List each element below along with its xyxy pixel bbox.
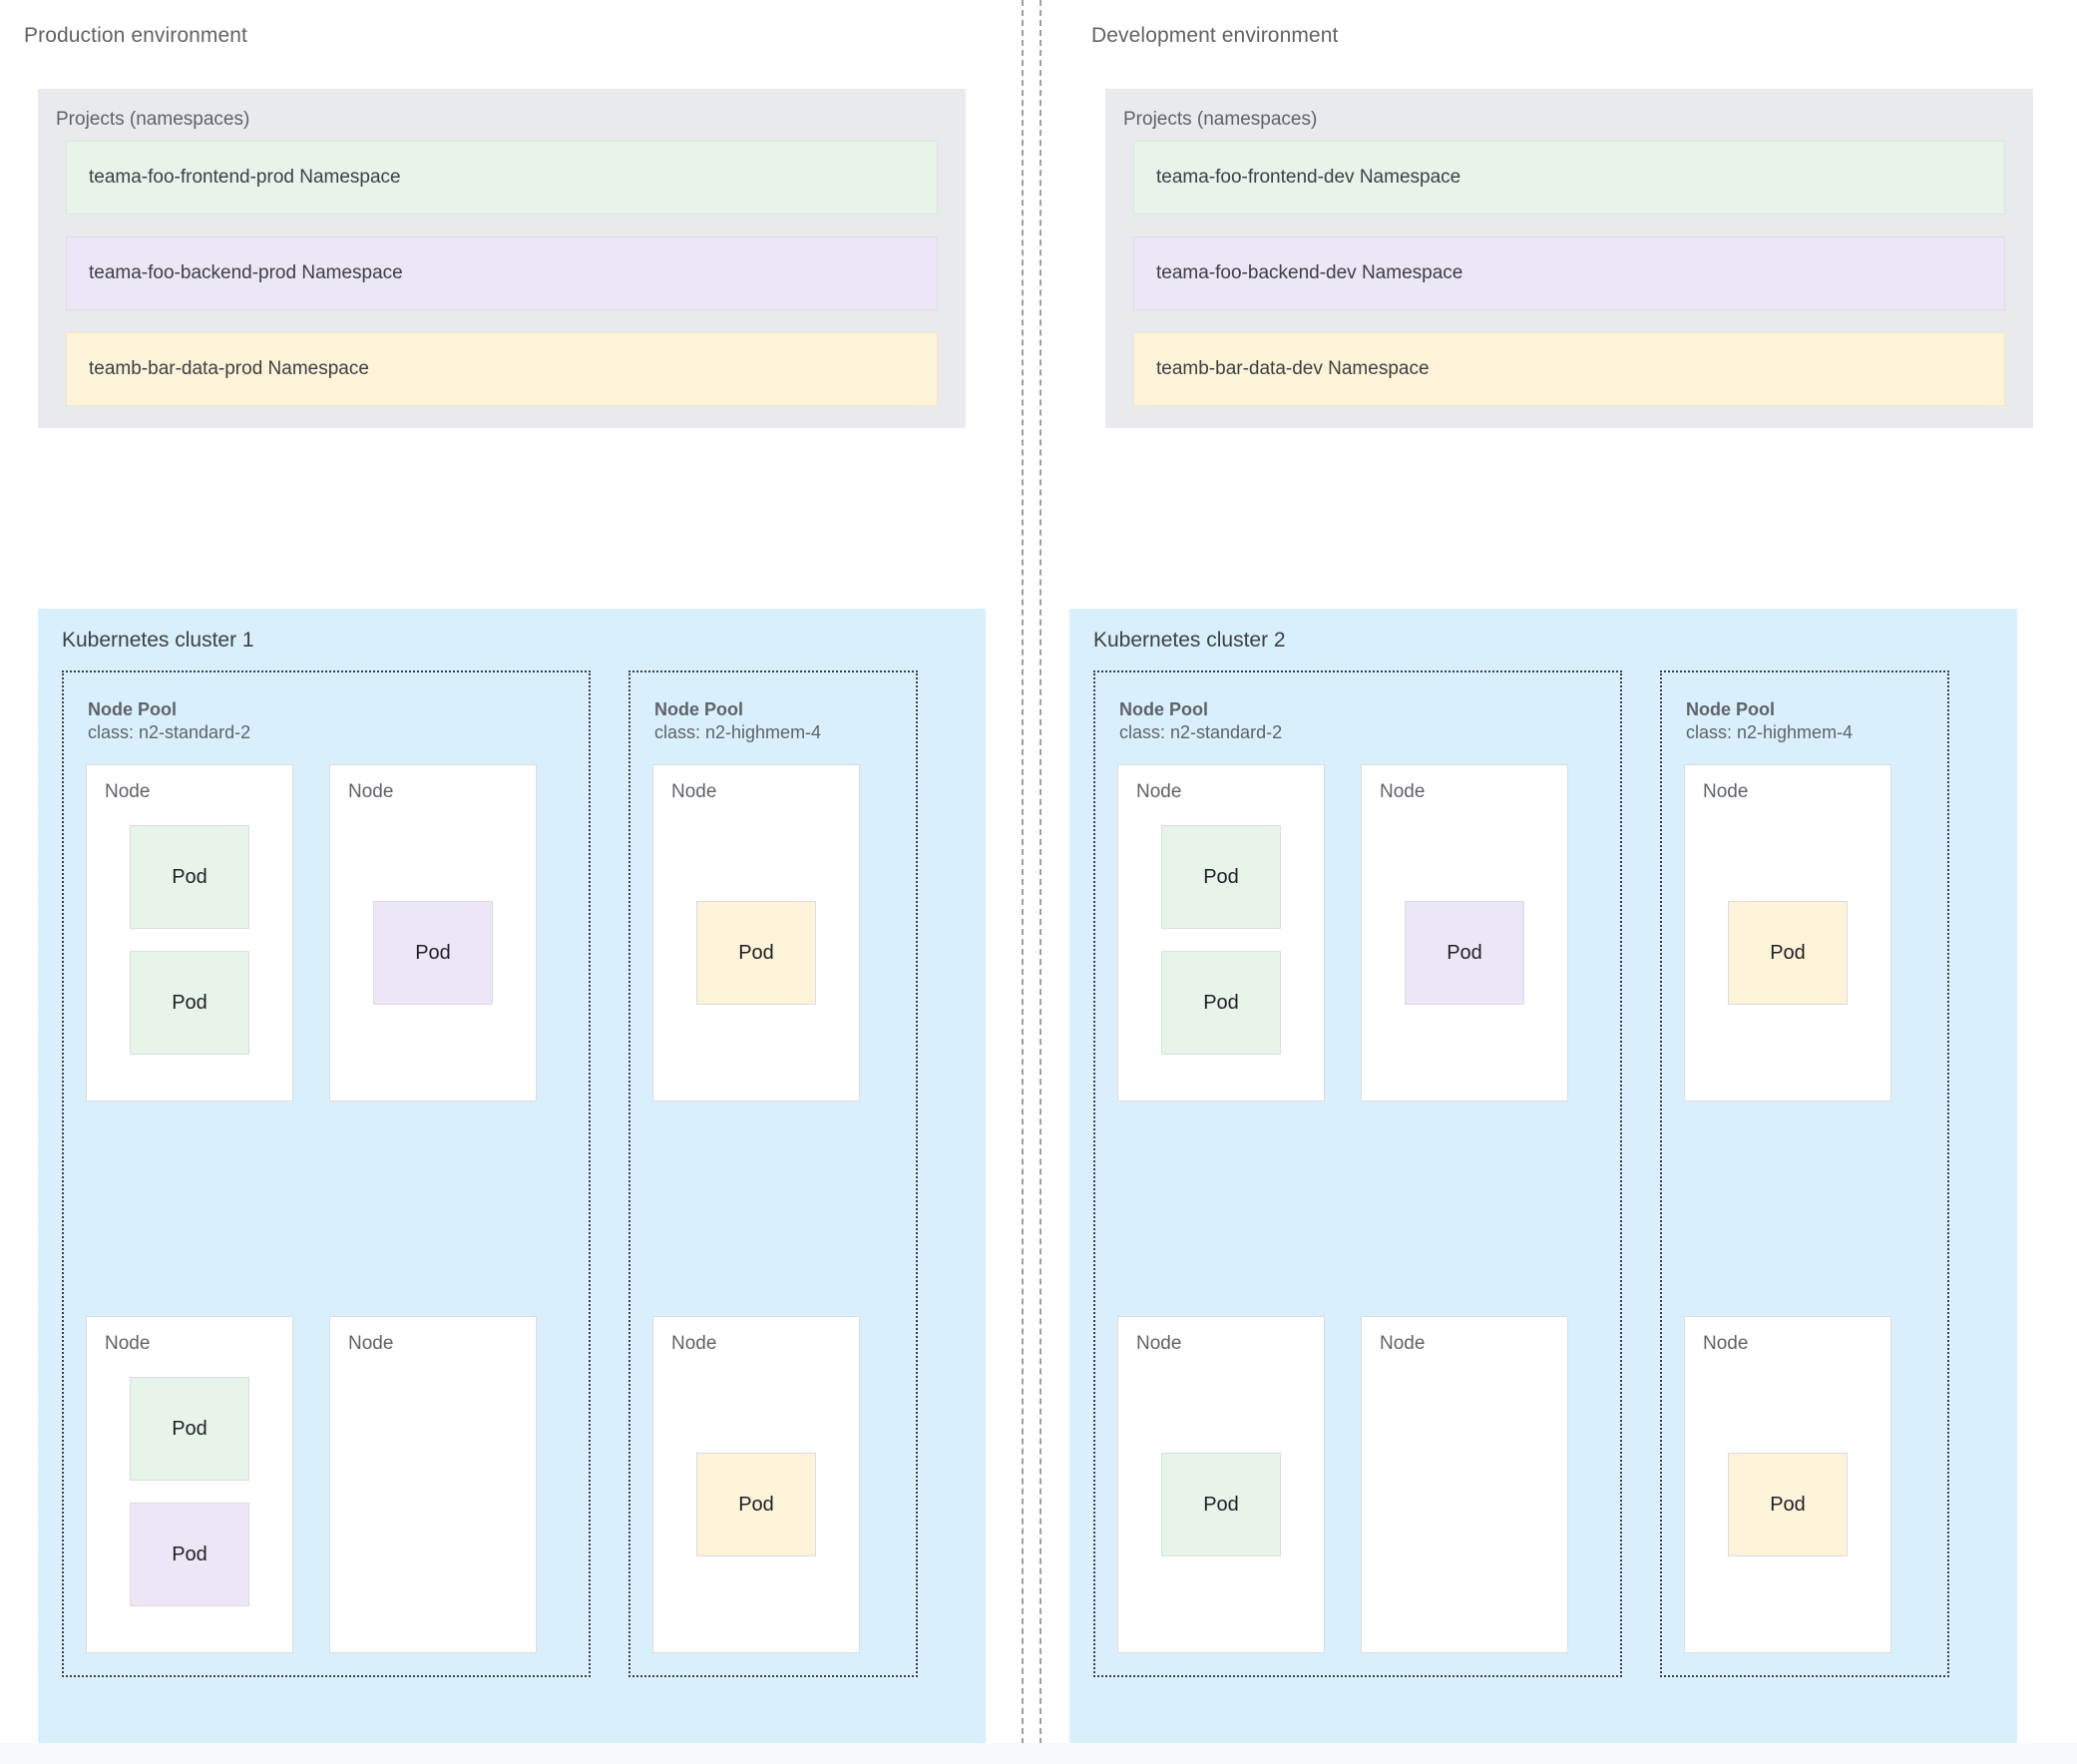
- pod-box[interactable]: Pod: [1728, 1453, 1848, 1556]
- node-pool-header: Node Pool class: n2-standard-2: [1119, 698, 1620, 744]
- environment-title: Production environment: [24, 24, 247, 47]
- namespace-list: teama-foo-frontend-dev Namespace teama-fo…: [1133, 141, 2005, 406]
- node-box[interactable]: Node: [1361, 1316, 1568, 1653]
- kubernetes-cluster-panel: Kubernetes cluster 2 Node Pool class: n2-s…: [1069, 609, 2017, 1743]
- pod-area: Pod: [1362, 817, 1567, 1089]
- node-pool-name: Node Pool: [1686, 699, 1775, 719]
- node-label: Node: [671, 781, 717, 802]
- namespace-box[interactable]: teama-foo-frontend-dev Namespace: [1133, 141, 2005, 215]
- pod-area: [330, 1369, 536, 1640]
- node-box[interactable]: Node: [329, 1316, 537, 1653]
- node-label: Node: [671, 1333, 717, 1354]
- namespace-box[interactable]: teamb-bar-data-dev Namespace: [1133, 332, 2005, 406]
- cluster-title: Kubernetes cluster 1: [62, 629, 254, 652]
- pod-area: Pod: [1685, 1369, 1890, 1640]
- namespace-list: teama-foo-frontend-prod Namespace teama-f…: [66, 141, 938, 406]
- node-pool-header: Node Pool class: n2-highmem-4: [1686, 698, 1947, 744]
- page-bottom-strip: [0, 1743, 2077, 1764]
- node-pool-header: Node Pool class: n2-highmem-4: [654, 698, 916, 744]
- projects-panel: Projects (namespaces) teama-foo-frontend-…: [1105, 89, 2033, 428]
- pod-area: Pod: [653, 1369, 859, 1640]
- namespace-box[interactable]: teama-foo-backend-prod Namespace: [66, 236, 938, 310]
- namespace-box[interactable]: teama-foo-backend-dev Namespace: [1133, 236, 2005, 310]
- node-pool-class: class: n2-standard-2: [88, 722, 251, 743]
- node-label: Node: [105, 781, 151, 802]
- pod-box[interactable]: Pod: [1728, 901, 1848, 1005]
- kubernetes-cluster-panel: Kubernetes cluster 1 Node Pool class: n2-s…: [38, 609, 986, 1743]
- pod-box[interactable]: Pod: [1405, 901, 1524, 1005]
- projects-panel: Projects (namespaces) teama-foo-frontend-…: [38, 89, 966, 428]
- pod-box[interactable]: Pod: [1161, 825, 1281, 929]
- pod-box[interactable]: Pod: [130, 825, 249, 929]
- node-pool-name: Node Pool: [654, 699, 743, 719]
- node-label: Node: [1380, 781, 1426, 802]
- pod-area: Pod: [1685, 817, 1890, 1089]
- projects-panel-title: Projects (namespaces): [56, 109, 250, 130]
- namespace-box[interactable]: teamb-bar-data-prod Namespace: [66, 332, 938, 406]
- pod-box[interactable]: Pod: [1161, 1453, 1281, 1556]
- pod-box[interactable]: Pod: [130, 951, 249, 1055]
- node-label: Node: [1703, 1333, 1749, 1354]
- projects-panel-title: Projects (namespaces): [1123, 109, 1318, 130]
- node-label: Node: [348, 1333, 394, 1354]
- node-label: Node: [348, 781, 394, 802]
- node-pool-class: class: n2-highmem-4: [1686, 722, 1854, 743]
- node-pool-header: Node Pool class: n2-standard-2: [88, 698, 589, 744]
- environment-title: Development environment: [1091, 24, 1339, 47]
- pod-box[interactable]: Pod: [696, 1453, 816, 1556]
- pod-area: [1362, 1369, 1567, 1640]
- pod-area: Pod: [330, 817, 536, 1089]
- namespace-box[interactable]: teama-foo-frontend-prod Namespace: [66, 141, 938, 215]
- cluster-title: Kubernetes cluster 2: [1093, 629, 1286, 652]
- node-pool-name: Node Pool: [1119, 699, 1208, 719]
- pod-box[interactable]: Pod: [696, 901, 816, 1005]
- pod-box[interactable]: Pod: [130, 1377, 249, 1481]
- node-label: Node: [105, 1333, 151, 1354]
- node-pool-name: Node Pool: [88, 699, 177, 719]
- pod-box[interactable]: Pod: [373, 901, 493, 1005]
- node-label: Node: [1380, 1333, 1426, 1354]
- node-label: Node: [1136, 1333, 1182, 1354]
- pod-box[interactable]: Pod: [130, 1503, 249, 1606]
- pod-area: Pod: [653, 817, 859, 1089]
- node-label: Node: [1703, 781, 1749, 802]
- node-label: Node: [1136, 781, 1182, 802]
- pod-area: Pod: [1118, 1369, 1324, 1640]
- node-pool-class: class: n2-highmem-4: [654, 722, 822, 743]
- pod-box[interactable]: Pod: [1161, 951, 1281, 1055]
- node-pool-class: class: n2-standard-2: [1119, 722, 1283, 743]
